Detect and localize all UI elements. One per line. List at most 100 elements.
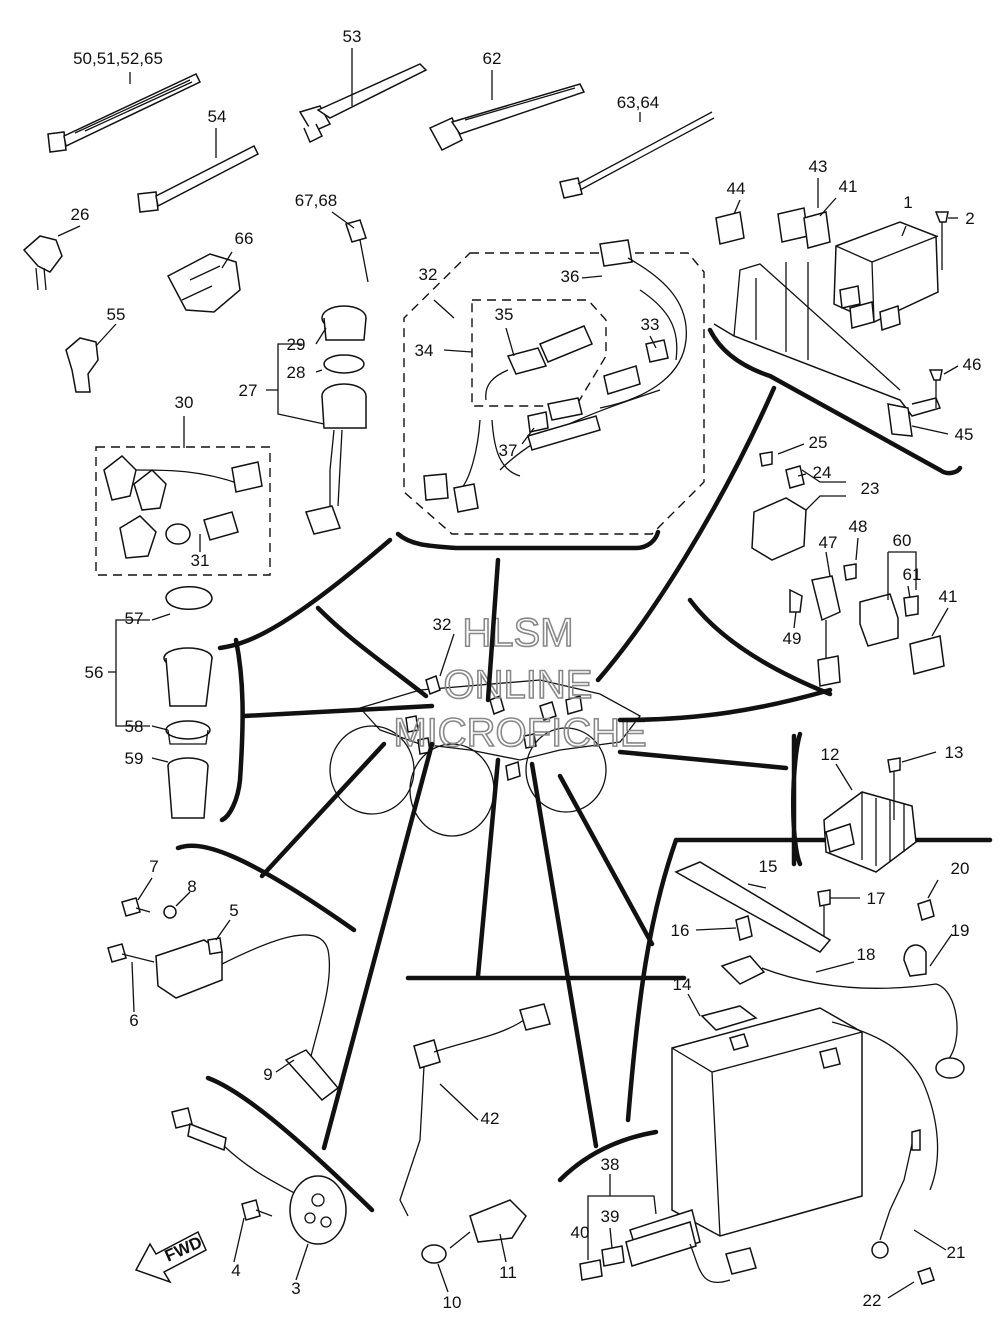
callout-41b: 41	[939, 587, 958, 606]
pickup-coil-3	[171, 1107, 347, 1245]
callout-6: 6	[129, 1011, 138, 1030]
vehicle-outline	[329, 674, 641, 837]
callout-50: 50,51,52,65	[73, 49, 163, 68]
callout-27: 27	[239, 381, 258, 400]
callout-34: 34	[415, 341, 434, 360]
relay-47	[789, 563, 857, 687]
callout-49: 49	[783, 629, 802, 648]
callout-40: 40	[571, 1223, 590, 1242]
switch-11	[421, 1199, 527, 1264]
callout-67: 67,68	[295, 191, 338, 210]
callout-58: 58	[125, 717, 144, 736]
thermo-sensor-42	[399, 1003, 551, 1217]
callout-53: 53	[343, 27, 362, 46]
rectifier-regulator-12	[823, 757, 917, 873]
callout-55: 55	[107, 305, 126, 324]
callout-25: 25	[809, 433, 828, 452]
callout-47: 47	[819, 533, 838, 552]
meter-lights-31	[103, 455, 263, 559]
cdi-unit-bracket	[713, 207, 949, 437]
fwd-arrow: FWD	[134, 1230, 207, 1284]
callout-63: 63,64	[617, 93, 660, 112]
callout-18: 18	[857, 945, 876, 964]
callout-46: 46	[963, 355, 982, 374]
wire-harness-32	[423, 239, 687, 513]
callout-20: 20	[951, 859, 970, 878]
callout-15: 15	[759, 857, 778, 876]
callout-leaders	[57, 48, 959, 1299]
callout-39: 39	[601, 1207, 620, 1226]
fuse-box-60	[859, 593, 945, 675]
main-switch-assembly	[305, 305, 367, 535]
callout-56: 56	[85, 663, 104, 682]
callout-32: 32	[419, 265, 438, 284]
callout-57: 57	[125, 609, 144, 628]
callout-23: 23	[861, 479, 880, 498]
callout-13: 13	[945, 743, 964, 762]
callout-35: 35	[495, 305, 514, 324]
callout-11: 11	[499, 1263, 517, 1282]
callout-19: 19	[951, 921, 970, 940]
dc-outlet-assembly	[163, 586, 213, 819]
callout-17: 17	[867, 889, 886, 908]
callout-7: 7	[149, 857, 158, 876]
callout-22: 22	[863, 1291, 882, 1310]
callout-29: 29	[287, 335, 306, 354]
group-leader-lines	[175, 327, 993, 1213]
callout-5: 5	[229, 901, 238, 920]
callout-62: 62	[483, 49, 502, 68]
callout-59: 59	[125, 749, 144, 768]
watermark-line-1: HLSM	[462, 611, 573, 655]
callout-61: 61	[903, 565, 922, 584]
watermark-line-3: MICROFICHE	[393, 711, 646, 755]
callout-3: 3	[291, 1279, 300, 1298]
battery-14	[671, 1005, 863, 1237]
clamp-26	[22, 235, 63, 291]
callout-36: 36	[561, 267, 580, 286]
battery-band-15	[674, 861, 832, 953]
callout-4: 4	[231, 1261, 240, 1280]
cable-tie-54	[137, 144, 260, 213]
clip-55	[65, 337, 99, 393]
callout-45: 45	[955, 425, 974, 444]
callout-9: 9	[263, 1065, 272, 1084]
cable-tie-63	[559, 111, 715, 199]
clamp-66	[166, 253, 241, 313]
callout-32b: 32	[433, 615, 452, 634]
cable-tie-50	[47, 73, 202, 153]
callout-1: 1	[903, 193, 912, 212]
key-67	[345, 219, 369, 283]
cable-tie-62	[428, 83, 586, 151]
callout-21: 21	[947, 1243, 966, 1262]
callout-38: 38	[601, 1155, 620, 1174]
callout-66: 66	[235, 229, 254, 248]
callout-33: 33	[641, 315, 660, 334]
callout-2: 2	[965, 209, 974, 228]
callout-12: 12	[821, 745, 840, 764]
ignition-coil-5	[107, 897, 340, 1102]
cable-tie-53	[298, 63, 428, 144]
callout-16: 16	[671, 921, 690, 940]
callout-28: 28	[287, 363, 306, 382]
callout-43: 43	[809, 157, 828, 176]
sub-harness-38	[579, 1209, 757, 1283]
callout-30: 30	[175, 393, 194, 412]
callout-44: 44	[727, 179, 746, 198]
callout-10: 10	[443, 1293, 462, 1312]
callout-48: 48	[849, 517, 868, 536]
clamp-19-20	[903, 899, 935, 977]
callout-60: 60	[893, 531, 912, 550]
callout-8: 8	[187, 877, 196, 896]
callout-54: 54	[208, 107, 227, 126]
watermark-line-2: ONLINE	[444, 663, 593, 707]
callout-24: 24	[813, 463, 832, 482]
callout-37: 37	[499, 441, 518, 460]
callout-26: 26	[71, 205, 90, 224]
callout-41: 41	[839, 177, 858, 196]
watermark: HLSM ONLINE MICROFICHE	[393, 610, 648, 756]
group-30-box	[95, 446, 271, 576]
battery-leads	[720, 955, 965, 1285]
group-32-box	[403, 252, 705, 535]
callout-14: 14	[673, 975, 692, 994]
